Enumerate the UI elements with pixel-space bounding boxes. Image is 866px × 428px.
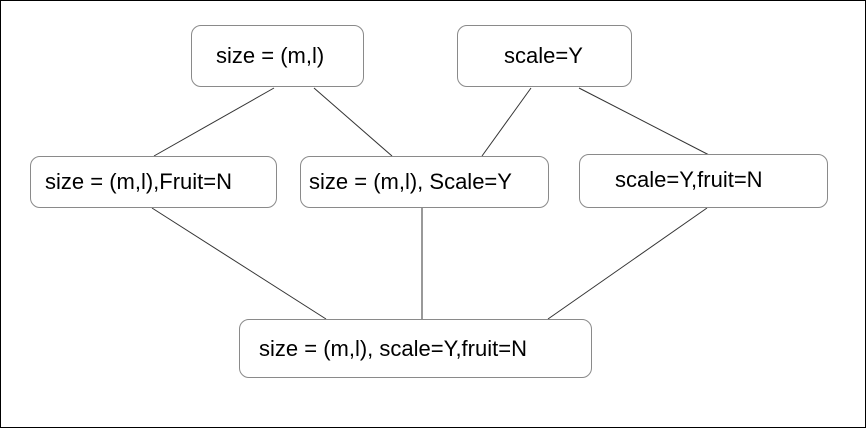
edge-n1-n4	[313, 87, 393, 157]
node-scale-y: scale=Y	[457, 25, 632, 87]
edge-n5-n6	[547, 207, 708, 320]
node-label: size = (m,l),Fruit=N	[45, 169, 233, 194]
node-label: scale=Y	[504, 43, 583, 68]
node-label: size = (m,l), scale=Y,fruit=N	[259, 335, 527, 361]
edge-n1-n3	[153, 87, 275, 157]
node-size-ml-fruit-n: size = (m,l),Fruit=N	[30, 156, 277, 208]
node-size-ml-scale-y: size = (m,l), Scale=Y	[300, 156, 549, 208]
node-size-ml: size = (m,l)	[191, 25, 364, 87]
edge-n2-n5	[578, 87, 712, 157]
edge-n2-n4	[481, 87, 532, 157]
node-label: scale=Y,fruit=N	[615, 167, 763, 192]
node-size-ml-scale-y-fruit-n: size = (m,l), scale=Y,fruit=N	[239, 319, 592, 378]
node-label: size = (m,l), Scale=Y	[309, 169, 512, 194]
edge-n3-n6	[151, 207, 327, 320]
node-label: size = (m,l)	[216, 43, 325, 68]
node-scale-y-fruit-n: scale=Y,fruit=N	[579, 154, 828, 208]
